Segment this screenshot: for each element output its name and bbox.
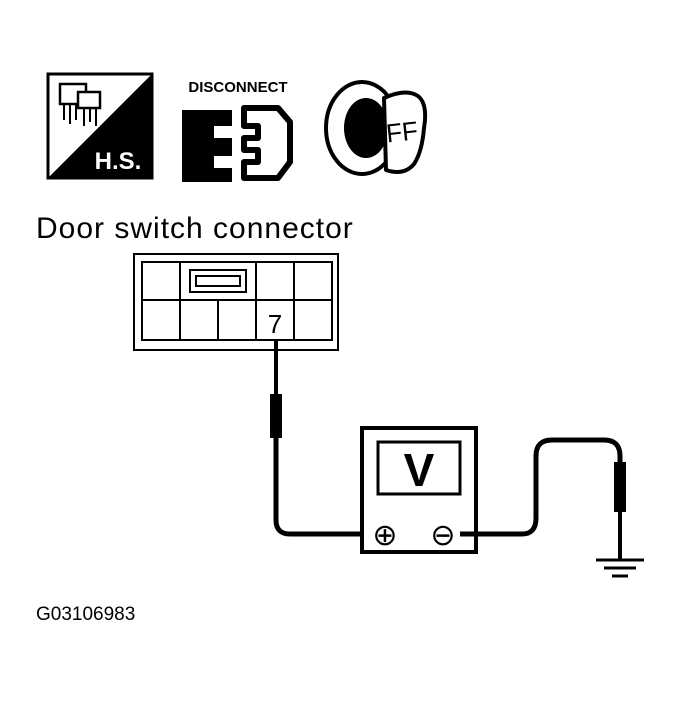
positive-terminal: ⊕ bbox=[372, 519, 397, 552]
ignition-key-off-icon: OFF bbox=[324, 80, 428, 176]
voltmeter: V ⊕ ⊖ bbox=[360, 426, 478, 554]
ground-symbol bbox=[596, 558, 644, 578]
negative-terminal: ⊖ bbox=[430, 519, 455, 552]
figure-id: G03106983 bbox=[36, 604, 135, 625]
voltmeter-label: V bbox=[404, 444, 435, 496]
ignition-off-label: OFF bbox=[364, 115, 419, 150]
disconnect-connector-icon: DISCONNECT bbox=[182, 79, 293, 182]
harness-icon-label: H.S. bbox=[95, 148, 142, 175]
positive-probe-lead bbox=[270, 340, 368, 537]
negative-probe-lead bbox=[460, 437, 626, 560]
door-switch-connector: 7 bbox=[133, 253, 339, 351]
connector-title: Door switch connector bbox=[36, 212, 354, 245]
harness-connector-icon: H.S. bbox=[46, 72, 154, 180]
disconnect-label: DISCONNECT bbox=[188, 79, 287, 96]
terminal-number: 7 bbox=[268, 309, 282, 339]
